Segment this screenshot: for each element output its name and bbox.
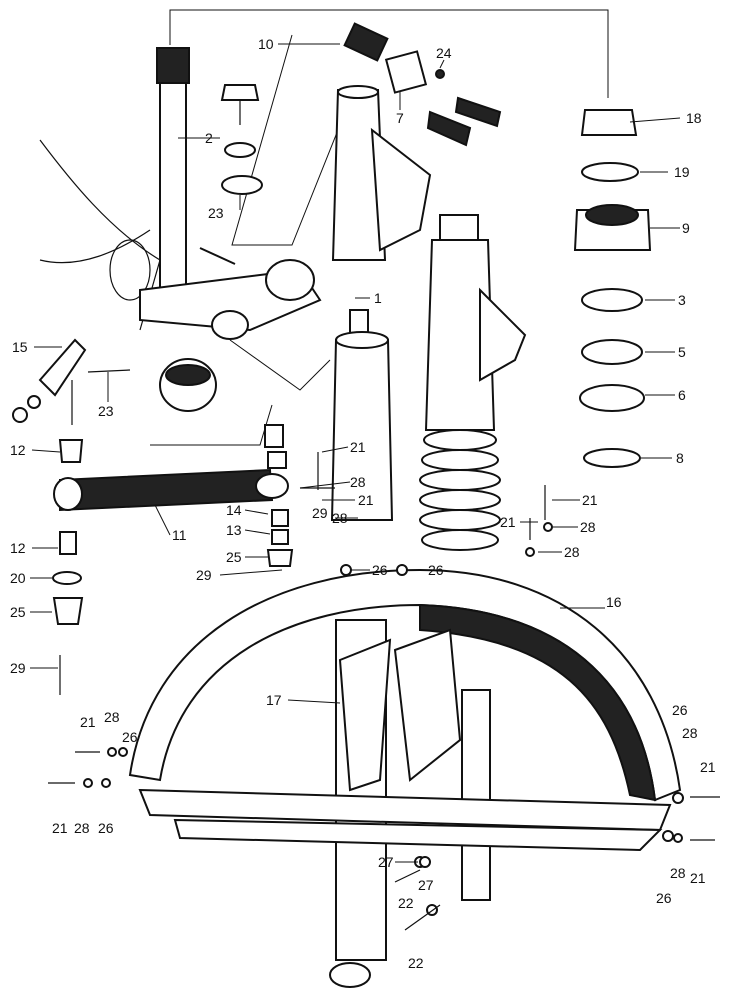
callout-9: 9 — [682, 220, 690, 236]
callout-10: 10 — [258, 36, 274, 52]
callout-29b: 29 — [10, 660, 26, 676]
right-fork-tube — [419, 214, 527, 901]
callout-26e: 26 — [672, 702, 688, 718]
callout-7: 7 — [396, 110, 404, 126]
callout-15: 15 — [12, 339, 28, 355]
callout-12b: 12 — [10, 540, 26, 556]
fasteners — [48, 369, 720, 931]
callout-26f: 26 — [656, 890, 672, 906]
callout-16: 16 — [606, 594, 622, 610]
callout-26a: 26 — [372, 562, 388, 578]
callout-17: 17 — [266, 692, 282, 708]
callout-29c: 29 — [312, 505, 328, 521]
callout-28c: 28 — [564, 544, 580, 560]
callout-21a: 21 — [350, 439, 366, 455]
callout-6: 6 — [678, 387, 686, 403]
upper-fork-cover — [331, 85, 432, 261]
callout-21h: 21 — [690, 870, 706, 886]
bearing-stack — [573, 109, 652, 468]
callout-13: 13 — [226, 522, 242, 538]
callout-1: 1 — [374, 290, 382, 306]
callout-26d: 26 — [98, 820, 114, 836]
callout-21b: 21 — [358, 492, 374, 508]
callout-22b: 22 — [408, 955, 424, 971]
callout-27b: 27 — [418, 877, 434, 893]
bolt-and-washers — [199, 84, 263, 265]
assembly-frame-lines — [150, 9, 609, 446]
callout-21f: 21 — [52, 820, 68, 836]
callout-21c: 21 — [582, 492, 598, 508]
callout-28g: 28 — [670, 865, 686, 881]
callout-8: 8 — [676, 450, 684, 466]
callout-25b: 25 — [226, 549, 242, 565]
callout-20: 20 — [10, 570, 26, 586]
callout-28f: 28 — [682, 725, 698, 741]
fender-stay — [138, 628, 672, 916]
callout-26c: 26 — [122, 729, 138, 745]
callout-28a: 28 — [350, 474, 366, 490]
callout-labels: 1 2 3 5 6 7 8 9 10 11 12 12 13 14 15 16 … — [10, 36, 716, 971]
callout-18: 18 — [686, 110, 702, 126]
steering-damper — [12, 338, 294, 695]
steering-lock — [343, 22, 502, 147]
callout-29a: 29 — [196, 567, 212, 583]
callout-28d: 28 — [104, 709, 120, 725]
callout-24: 24 — [436, 45, 452, 61]
callout-19: 19 — [674, 164, 690, 180]
fork-bellows — [419, 429, 501, 551]
callout-2: 2 — [205, 130, 213, 146]
callout-21g: 21 — [700, 759, 716, 775]
front-fender — [128, 568, 682, 802]
callout-28h: 28 — [332, 510, 348, 526]
callout-21e: 21 — [80, 714, 96, 730]
callout-26b: 26 — [428, 562, 444, 578]
callout-28b: 28 — [580, 519, 596, 535]
steering-stem — [139, 47, 322, 412]
callout-11: 11 — [172, 527, 187, 543]
callout-5: 5 — [678, 344, 686, 360]
callout-23a: 23 — [208, 205, 224, 221]
callout-12a: 12 — [10, 442, 26, 458]
callout-14: 14 — [226, 502, 242, 518]
callout-23b: 23 — [98, 403, 114, 419]
callout-3: 3 — [678, 292, 686, 308]
callout-22a: 22 — [398, 895, 414, 911]
callout-21d: 21 — [500, 514, 516, 530]
frame-sketch — [39, 139, 161, 331]
callout-25a: 25 — [10, 604, 26, 620]
callout-27a: 27 — [378, 854, 394, 870]
callout-28e: 28 — [74, 820, 90, 836]
leader-lines — [30, 43, 681, 863]
